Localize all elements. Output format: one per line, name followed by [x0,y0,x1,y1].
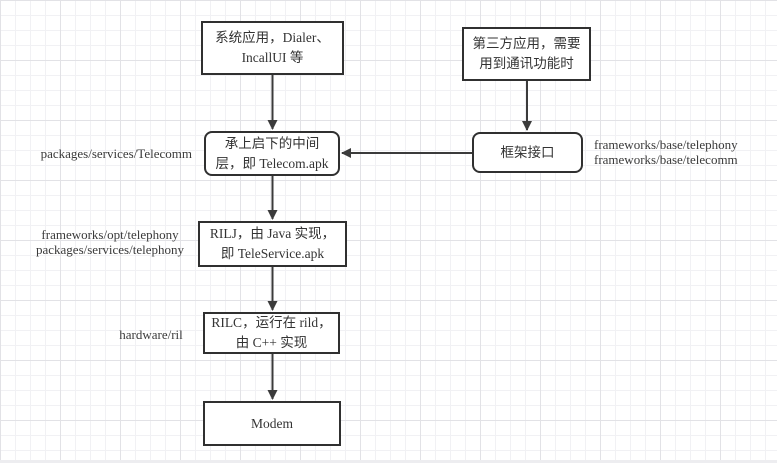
canvas-bottom-edge [0,460,777,463]
label-rilc-path: hardware/ril [119,327,183,342]
node-rilj[interactable]: RILJ，由 Java 实现， 即 TeleService.apk [198,221,347,267]
node-rilc[interactable]: RILC，运行在 rild， 由 C++ 实现 [203,312,340,354]
label-telecomm-path: packages/services/Telecomm [40,146,192,161]
label-framework-paths: frameworks/base/telephony frameworks/bas… [594,137,738,167]
node-framework-api[interactable]: 框架接口 [472,132,583,173]
label-rilj-paths: frameworks/opt/telephony packages/servic… [36,227,184,257]
node-modem[interactable]: Modem [203,401,341,446]
node-system-app[interactable]: 系统应用，Dialer、 IncallUI 等 [201,21,344,75]
node-telecom[interactable]: 承上启下的中间 层，即 Telecom.apk [204,131,340,176]
node-third-party-app[interactable]: 第三方应用，需要 用到通讯功能时 [462,27,591,81]
